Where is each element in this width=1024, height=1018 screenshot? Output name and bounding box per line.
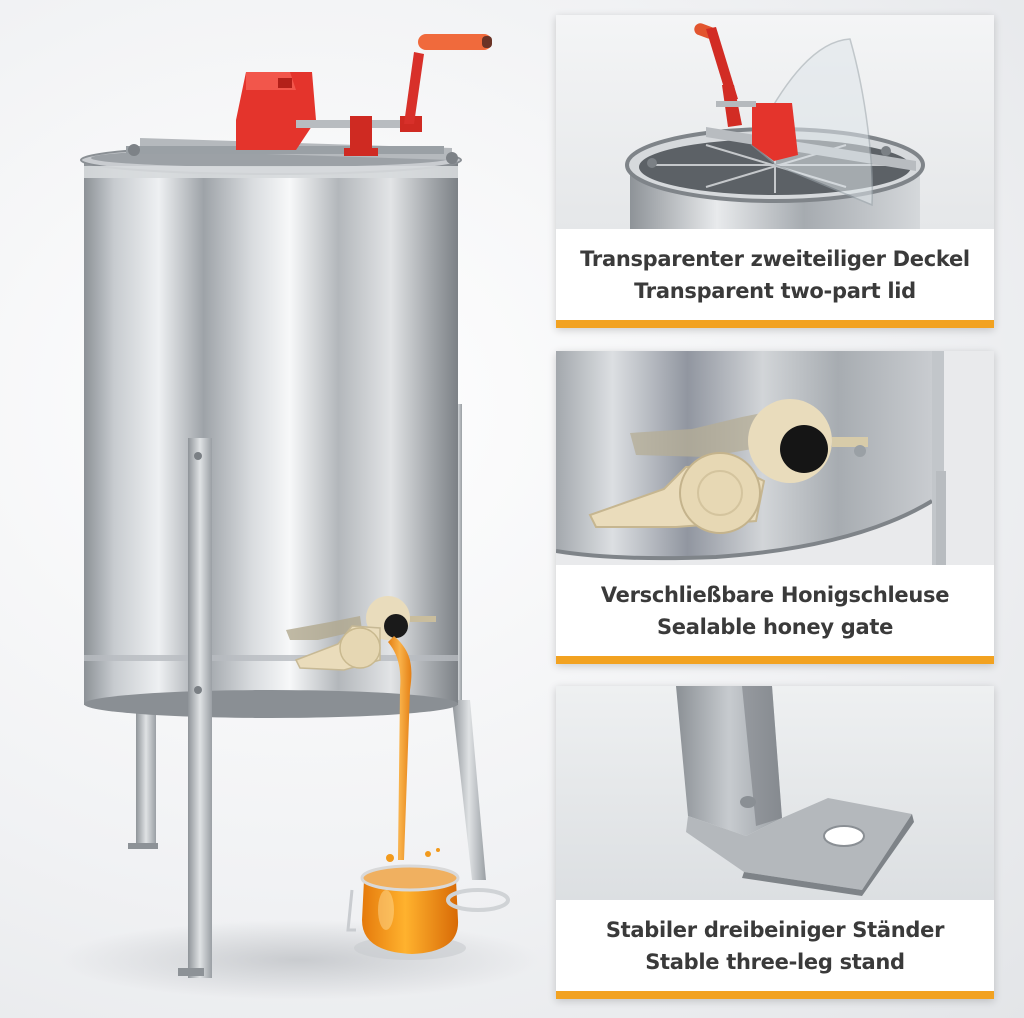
front-leg xyxy=(178,438,212,978)
honey-gate xyxy=(286,596,436,671)
feature-title-de: Stabiler dreibeiniger Ständer xyxy=(605,917,945,942)
feature-card-gate: Verschließbare Honigschleuse Sealable ho… xyxy=(556,351,994,664)
accent-bar xyxy=(556,656,994,664)
honey-gate-icon xyxy=(556,351,994,565)
feature-title-de: Verschließbare Honigschleuse xyxy=(600,582,950,607)
feature-card-lid: Transparenter zweiteiliger Deckel Transp… xyxy=(556,15,994,328)
feature-title-en: Transparent two-part lid xyxy=(634,278,916,303)
transparent-lid-icon xyxy=(556,15,994,229)
back-leg-left xyxy=(128,700,158,849)
feature-caption-lid: Transparenter zweiteiliger Deckel Transp… xyxy=(556,229,994,320)
feature-card-stand: Stabiler dreibeiniger Ständer Stable thr… xyxy=(556,686,994,999)
honey-jar xyxy=(346,848,510,960)
stand-foot-icon xyxy=(556,686,994,900)
feature-caption-stand: Stabiler dreibeiniger Ständer Stable thr… xyxy=(556,900,994,991)
hand-crank xyxy=(236,34,492,156)
feature-caption-gate: Verschließbare Honigschleuse Sealable ho… xyxy=(556,565,994,656)
feature-title-en: Stable three-leg stand xyxy=(645,949,905,974)
accent-bar xyxy=(556,991,994,999)
honey-stream xyxy=(388,636,412,860)
feature-title-en: Sealable honey gate xyxy=(656,614,894,639)
honey-extractor-illustration xyxy=(60,34,540,1000)
accent-bar xyxy=(556,320,994,328)
feature-title-de: Transparenter zweiteiliger Deckel xyxy=(580,246,970,271)
